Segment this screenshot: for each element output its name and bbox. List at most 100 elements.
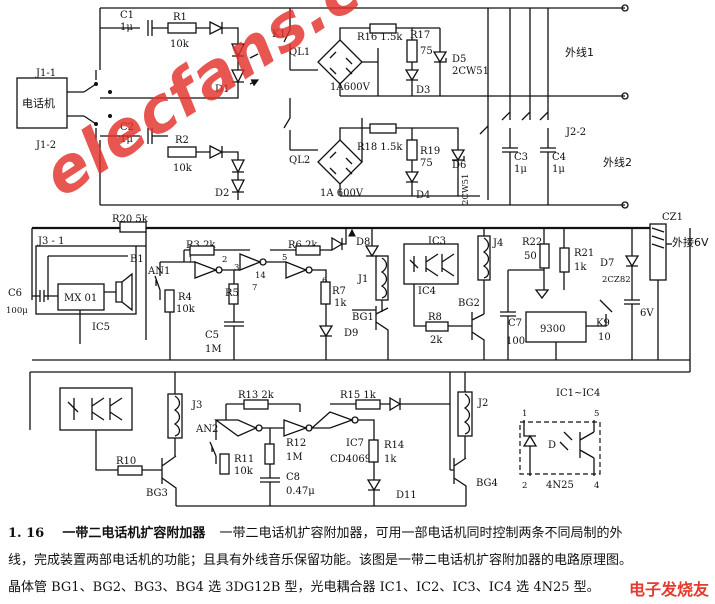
line1-label: 外线1 [565,45,594,59]
r21-value: 1k [574,262,587,273]
c4-label: C4 [552,152,566,163]
j2-2-label: J2-2 [565,127,586,138]
r7-resistor [320,281,331,305]
ql1-label: QL1 [289,47,310,58]
c3-value: 1μ [514,164,527,175]
c2-label: C2 [120,122,134,133]
an2-label: AN2 [195,424,218,435]
r15-label: R15 1k [340,390,377,401]
j3-label: J3 [191,400,202,411]
cz1-label: CZ1 [662,212,683,223]
c8-label: C8 [286,472,300,483]
r4-resistor [164,289,175,313]
r8-value: 2k [430,335,443,346]
r12-resistor [264,443,275,465]
d11-label: D11 [396,490,417,501]
c3-label: C3 [514,152,528,163]
ic7-label: IC7 [346,438,364,449]
r17-label: R17 [410,30,430,41]
ql2-bridge [317,139,363,185]
r10-resistor [117,465,143,476]
ic5-label: IC5 [92,322,110,333]
line1-sense: C1 1μ R1 10k D1 [100,4,629,99]
r3-resistor [189,245,215,256]
cd4069-label: CD4069 [330,454,371,465]
j1-1-label: J1-1 [35,68,56,79]
b1-label: B1 [130,254,144,265]
r18-label: R18 1.5k [357,142,403,153]
c2-value: 1μ [120,134,133,145]
r22-label: R22 [522,237,542,248]
v6-label: 6V [640,308,654,319]
d5-label: D5 [452,54,466,65]
r19-resistor [406,139,418,161]
d6-label: D6 [452,160,466,171]
pin-3: 3 [234,263,239,273]
ic4-label: IC4 [418,286,436,297]
pin-14: 14 [255,271,266,281]
bg4-label: BG4 [476,478,498,489]
k9-value: 10 [598,332,611,343]
j2-label: J2 [477,398,488,409]
pin-6: 6 [322,276,327,286]
pin-7: 7 [252,283,257,293]
d5-value: 2CW51 [452,66,489,77]
mx01-label: MX 01 [64,293,97,304]
j1-2-label: J1-2 [35,140,56,151]
legend-d-label: D [548,440,556,451]
d7-value: 2CZ82 [602,275,631,285]
ic5-block: J3 - 1 MX 01 B1 C6 100μ IC5 [6,232,147,344]
telephone-box [16,77,68,129]
legend-pin-4: 4 [594,481,599,491]
k1-label: K1 [272,29,286,40]
caption: 1. 16 一带二电话机扩容附加器 一带二电话机扩容附加器，可用一部电话机同时控… [8,520,708,601]
legend-pin-5: 5 [594,409,599,419]
ql2-section: QL2 1A 600V R18 1.5k R19 75 D4 D6 2CW51 [283,98,480,205]
c8-value: 0.47μ [286,486,315,497]
optocoupler-box [519,421,601,475]
legend-pin-2: 2 [522,481,527,491]
ql2-value: 1A 600V [320,188,364,199]
external-power: CZ1 外接6V D7 2CZ82 6V [600,212,709,372]
r1-resistor [167,22,197,34]
line2-sense: C2 1μ R2 10k D2 [100,122,629,209]
relay-driver: D8 J1 BG1 IC3 IC4 R8 2k BG2 J4 [352,228,503,360]
j4-label: J4 [492,238,503,249]
j3-1-label: J3 - 1 [37,236,64,247]
ic3-label: IC3 [428,236,446,247]
c5-value: 1M [205,344,222,355]
bg3-label: BG3 [146,488,168,499]
site-logo: 电子发烧友 [626,576,711,600]
c5-label: C5 [205,330,219,341]
telephone-label: 电话机 [22,96,55,110]
r4-label: R4 [178,292,192,303]
r12-label: R12 [286,438,306,449]
c1-label: C1 [120,10,134,21]
r22-value: 50 [524,251,537,262]
an1-gates: AN1 R4 10k R3 2k 1 2 3 14 R5 7 C5 1M 5 6… [147,228,358,360]
caption-line-2: 线，完成装置两部电话机的功能；且具有外线音乐保留功能。该图是一带二电话机扩容附加… [8,553,633,568]
r4-value: 10k [176,304,196,315]
caption-number: 1. 16 [8,526,45,541]
d7-label: D7 [600,258,614,269]
r11-value: 10k [234,466,254,477]
legend-pin-1: 1 [522,409,527,419]
telephone-block: 电话机 J1-1 J1-2 [16,8,112,205]
r19-value: 75 [420,158,433,169]
c7-value: 100 [506,336,525,347]
j2-2-section: J2-2 C3 1μ C4 1μ 外线2 [479,8,632,205]
caption-line-3: 晶体管 BG1、BG2、BG3、BG4 选 3DG12B 型，光电耦合器 IC1… [8,580,600,595]
r17-resistor [406,39,418,63]
mx01-chip [57,283,105,311]
d3-label: D3 [416,85,430,96]
r18-resistor [369,123,397,134]
ql1-value: 1A600V [330,82,371,93]
r20-label: R20 5k [112,214,149,225]
r11-label: R11 [234,454,254,465]
d6-value: 2CW51 [461,174,471,205]
r13-resistor [243,399,269,410]
chip-9300-label: 9300 [540,324,565,335]
d2-label: D2 [215,188,229,199]
r15-resistor [355,399,381,410]
c4-value: 1μ [552,164,565,175]
